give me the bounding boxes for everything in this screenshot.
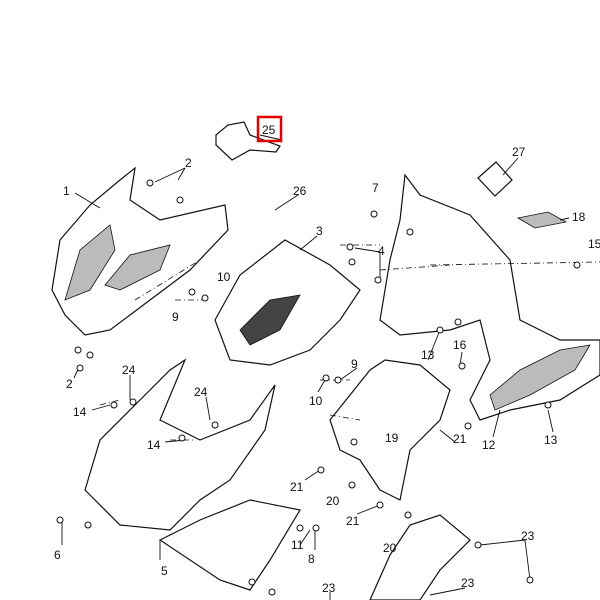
fastener-icon	[74, 346, 82, 354]
callout-7: 7	[372, 181, 379, 195]
part-3-detail	[239, 294, 301, 346]
callout-23: 23	[322, 581, 336, 595]
callout-15: 15	[588, 237, 600, 251]
callout-10: 10	[217, 270, 231, 284]
fastener-icon	[474, 541, 482, 549]
part-19-bracket	[329, 359, 451, 501]
fastener-icon	[176, 196, 184, 204]
fastener-icon	[211, 421, 219, 429]
callout-20: 20	[383, 541, 397, 555]
fastener-icon	[526, 576, 534, 584]
fastener-icon	[464, 422, 472, 430]
fastener-icon	[350, 438, 358, 446]
fastener-icon	[296, 524, 304, 532]
callout-3: 3	[316, 224, 323, 238]
fastener-icon	[129, 398, 137, 406]
fastener-icon	[573, 261, 581, 269]
callout-8: 8	[308, 552, 315, 566]
callout-2: 2	[66, 377, 73, 391]
fastener-icon	[84, 521, 92, 529]
callout-23: 23	[521, 529, 535, 543]
part-1-window-right	[104, 244, 171, 291]
part-25-bracket	[215, 121, 281, 161]
callout-2: 2	[185, 156, 192, 170]
callout-26: 26	[293, 184, 307, 198]
callout-21: 21	[290, 480, 304, 494]
fastener-icon	[374, 276, 382, 284]
fastener-icon	[406, 228, 414, 236]
fastener-icon	[56, 516, 64, 524]
fastener-icon	[110, 401, 118, 409]
fastener-icon	[436, 326, 444, 334]
callout-16: 16	[453, 338, 467, 352]
fastener-icon	[544, 401, 552, 409]
leader-lines	[61, 134, 570, 600]
fastener-icon	[248, 578, 256, 586]
callout-21: 21	[453, 432, 467, 446]
fastener-icon	[376, 501, 384, 509]
fastener-icon	[454, 318, 462, 326]
callout-6: 6	[54, 548, 61, 562]
callout-23: 23	[461, 576, 475, 590]
fastener-icon	[346, 243, 354, 251]
fastener-icon	[86, 351, 94, 359]
callout-14: 14	[73, 405, 87, 419]
callout-20: 20	[326, 494, 340, 508]
fastener-icon	[317, 466, 325, 474]
fastener-icon	[370, 210, 378, 218]
callout-25-highlight	[256, 115, 283, 143]
callout-10: 10	[309, 394, 323, 408]
fastener-icon	[312, 524, 320, 532]
callout-1: 1	[63, 184, 70, 198]
part-27-label	[477, 161, 513, 197]
callout-27: 27	[512, 145, 526, 159]
part-23-lower-bracket	[369, 514, 471, 600]
callout-14: 14	[147, 438, 161, 452]
part-5-panel	[158, 499, 301, 591]
callout-4: 4	[378, 244, 385, 258]
part-18-panel	[516, 211, 568, 229]
callout-21: 21	[346, 514, 360, 528]
fastener-icon	[322, 374, 330, 382]
part-1-front-cowl	[51, 166, 229, 336]
callout-12: 12	[482, 438, 496, 452]
fastener-icon	[188, 288, 196, 296]
fastener-icon	[404, 511, 412, 519]
callout-5: 5	[161, 564, 168, 578]
callout-19: 19	[385, 431, 399, 445]
callout-9: 9	[172, 310, 179, 324]
fastener-icon	[458, 362, 466, 370]
part-5-lower-cowl	[84, 358, 276, 531]
callout-24: 24	[122, 363, 136, 377]
fastener-icon	[268, 588, 276, 596]
fastener-icon	[178, 434, 186, 442]
callout-18: 18	[572, 210, 586, 224]
part-12-vent	[489, 344, 591, 411]
fastener-icon	[334, 376, 342, 384]
part-1-window	[64, 224, 116, 301]
fastener-icon	[146, 179, 154, 187]
callout-13: 13	[421, 348, 435, 362]
fastener-icon	[348, 258, 356, 266]
callout-25: 25	[262, 123, 276, 137]
callout-24: 24	[194, 385, 208, 399]
callout-9: 9	[351, 357, 358, 371]
fastener-icon	[348, 481, 356, 489]
fastener-icon	[76, 364, 84, 372]
callout-11: 11	[291, 538, 304, 552]
fastener-icon	[201, 294, 209, 302]
callout-13: 13	[544, 433, 558, 447]
